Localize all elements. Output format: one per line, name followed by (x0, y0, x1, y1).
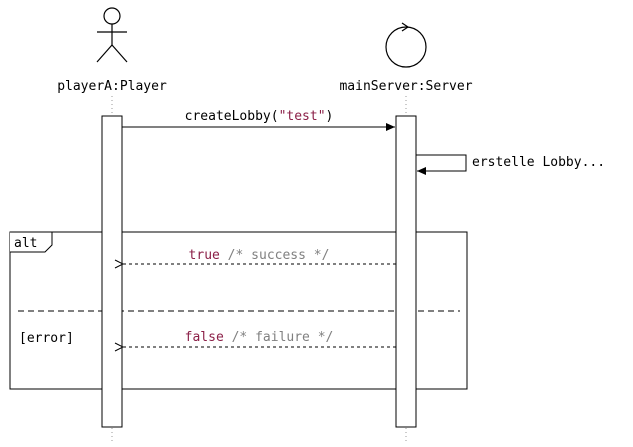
reply-success-value: true (189, 248, 220, 263)
create-lobby-suffix: ) (326, 109, 334, 124)
self-call-label: erstelle Lobby... (472, 155, 605, 170)
player-activation-bar (101, 115, 123, 428)
reply-failure-value: false (185, 330, 224, 345)
server-participant-label: mainServer:Server (339, 79, 472, 94)
create-lobby-label: createLobby("test") (185, 109, 334, 124)
create-lobby-prefix: createLobby( (185, 109, 279, 124)
server-activation-bar (395, 115, 417, 428)
alt-operator-tab (10, 231, 53, 253)
self-call-arrow (416, 154, 467, 175)
reply-failure-comment: /* failure */ (224, 330, 334, 345)
alt-fragment-frame (9, 231, 468, 390)
error-guard-label: [error] (19, 331, 74, 346)
reply-success-comment: /* success */ (220, 248, 330, 263)
create-lobby-argument: "test" (279, 109, 326, 124)
player-participant-label: playerA:Player (57, 79, 167, 94)
control-circle-icon (385, 22, 427, 68)
reply-failure-label: false /* failure */ (185, 330, 334, 345)
actor-stick-figure-icon (96, 7, 128, 63)
alt-operator-label: alt (14, 236, 37, 251)
reply-success-label: true /* success */ (189, 248, 330, 263)
